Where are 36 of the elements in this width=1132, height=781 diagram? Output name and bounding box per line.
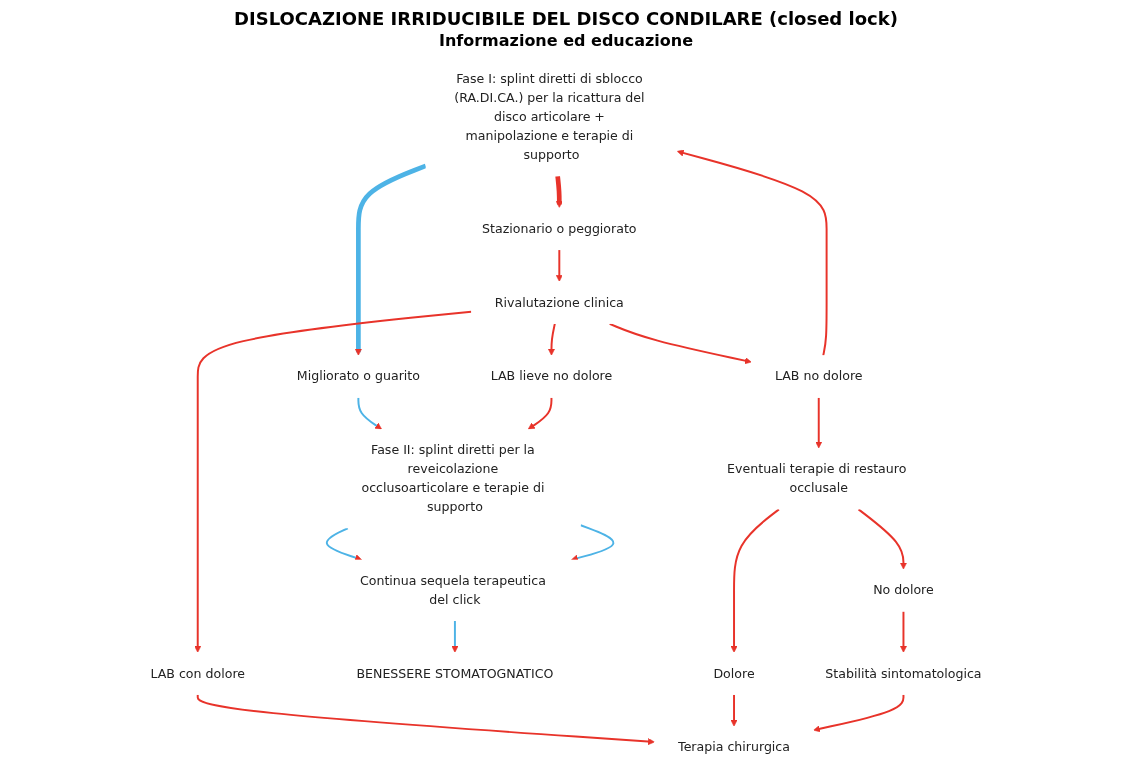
arrow xyxy=(730,693,738,727)
arrow xyxy=(357,396,382,430)
node-text: Fase I: splint diretti di sblocco (RA.DI.CA.) per la ricattura del disco articolare + manipolazione e terapie di supporto xyxy=(454,71,645,163)
arrow xyxy=(815,396,823,449)
node-text: LAB lieve no dolore xyxy=(490,368,613,384)
arrow xyxy=(555,175,563,208)
arrow xyxy=(608,322,752,365)
node-text: Stazionario o peggiorato xyxy=(482,220,637,236)
arrow xyxy=(857,508,907,570)
arrow xyxy=(900,610,907,653)
node-text: Fase II: splint diretti per la reveicolazione occlusoarticolare e terapie di supporto xyxy=(361,442,545,515)
node-text: Dolore xyxy=(713,665,755,681)
arrow xyxy=(571,524,615,562)
node-text: Stabilità sintomatologica xyxy=(825,665,982,681)
arrow xyxy=(354,163,427,356)
arrow xyxy=(555,249,563,282)
node-text: Continua sequela terapeutica del click xyxy=(359,573,546,607)
arrow xyxy=(548,322,556,356)
node-text: Rivalutazione clinica xyxy=(494,294,624,310)
node-text: BENESSERE STOMATOGNATICO xyxy=(356,665,554,681)
node-text: Terapia chirurgica xyxy=(678,739,790,755)
node-text: LAB no dolore xyxy=(774,368,863,384)
arrow xyxy=(196,693,655,746)
arrow xyxy=(194,310,473,653)
node-text: Eventuali terapie di restauro occlusale xyxy=(727,461,907,496)
arrow xyxy=(325,527,362,561)
arrow xyxy=(730,508,780,653)
arrow xyxy=(813,693,905,733)
arrow xyxy=(527,396,553,430)
diagram-title: DISLOCAZIONE IRRIDUCIBILE DEL DISCO CONDILARE (closed lock) xyxy=(234,8,898,29)
arrow xyxy=(451,620,459,653)
arrow xyxy=(676,149,828,357)
node-text: LAB con dolore xyxy=(150,665,246,681)
node-text: No dolore xyxy=(873,582,934,598)
subtitle: Informazione ed educazione xyxy=(438,31,694,50)
node-text: Migliorato o guarito xyxy=(296,368,420,384)
